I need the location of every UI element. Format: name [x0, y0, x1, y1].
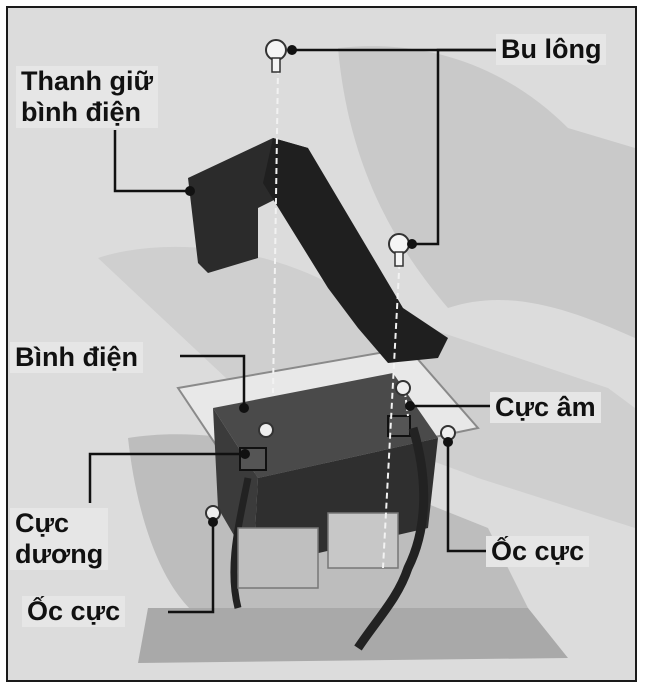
nut-guide-right: [404, 392, 409, 417]
leader-nut-right: [446, 442, 488, 553]
label-battery-holder: Thanh giữ bình điện: [16, 66, 159, 128]
bolt-guide-right: [382, 252, 401, 569]
leader-bolt-right: [412, 48, 496, 246]
leader-dot-nut-left: [208, 517, 218, 527]
battery-top: [213, 373, 438, 478]
bay-front-lip: [138, 608, 568, 663]
bolt-top-icon: [265, 39, 287, 61]
negative-terminal: [387, 415, 411, 437]
leader-dot-battery: [239, 403, 249, 413]
fuse-box-left: [237, 527, 319, 589]
nut-negative-top-icon: [395, 380, 411, 396]
label-battery: Bình điện: [10, 342, 143, 373]
label-bolt: Bu lông: [496, 34, 607, 65]
fuse-box-right: [327, 512, 399, 569]
leader-dot-bolt-right: [407, 239, 417, 249]
leader-dot-negative: [405, 401, 415, 411]
leader-dot-holder: [185, 186, 195, 196]
leader-dot-positive: [240, 449, 250, 459]
label-negative-terminal: Cực âm: [490, 392, 601, 423]
bolt-right-icon: [388, 233, 410, 255]
nut-positive-icon: [258, 422, 274, 438]
seat-shape: [338, 46, 635, 339]
negative-cable: [354, 426, 429, 651]
positive-cable: [230, 477, 252, 609]
battery-installation-illustration: [8, 8, 635, 680]
leader-nut-left: [168, 522, 215, 614]
bolt-top-shank: [271, 57, 281, 73]
leader-dot-bolt-top: [287, 45, 297, 55]
label-positive-terminal: Cực dương: [10, 508, 109, 570]
leader-holder: [113, 130, 190, 193]
diagram-frame: Bu lông Thanh giữ bình điện Bình điện Cự…: [6, 6, 637, 682]
bolt-right-shank: [394, 251, 404, 267]
leader-positive: [88, 452, 245, 503]
label-terminal-nut-left: Ốc cực: [22, 596, 126, 627]
leader-dot-nut-right: [443, 437, 453, 447]
battery-holder-arm: [263, 138, 448, 363]
label-terminal-nut-right: Ốc cực: [486, 536, 590, 567]
leader-battery: [180, 354, 246, 408]
bolt-guide-left: [272, 67, 279, 394]
